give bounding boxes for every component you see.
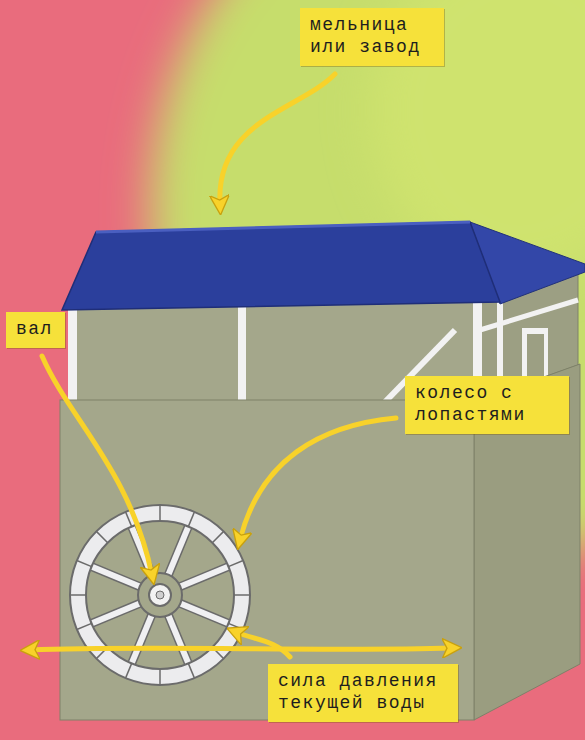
wheel-spoke [132, 615, 152, 662]
hub-ring [138, 573, 182, 617]
timber-post [68, 298, 77, 402]
shaft-center [156, 591, 164, 599]
wheel-spoke [93, 567, 140, 587]
wheel-spoke [180, 603, 227, 623]
wheel-paddle [70, 594, 86, 596]
wheel-spoke-outline [180, 567, 228, 587]
label-text: мельница или завод [310, 14, 432, 58]
wheel-paddle [188, 663, 194, 678]
leader-arrows [30, 74, 452, 657]
wheel-rim [70, 505, 250, 685]
wheel-paddle [188, 512, 194, 527]
wheel-spoke [180, 567, 227, 587]
roof [62, 222, 500, 310]
label-text: вал [16, 318, 53, 340]
wheel-spoke-outline [168, 527, 188, 575]
wheel-paddles [70, 505, 250, 685]
wheel-spokes [92, 527, 229, 664]
wheel-spoke-outline [180, 603, 228, 623]
roof-ridge [96, 222, 470, 232]
callout-label: мельница или завод [300, 8, 444, 66]
wheel-spoke-outline [92, 567, 140, 587]
wheel-paddle [159, 505, 161, 521]
leader-arrow [240, 418, 396, 540]
wheel-paddle [126, 663, 132, 678]
lower-block-front [60, 400, 474, 720]
wheel-spoke [168, 528, 188, 575]
wheel-paddle [228, 623, 243, 629]
wheel-paddle [212, 531, 223, 542]
wheel-paddle [234, 594, 250, 596]
wheel-paddle [96, 531, 107, 542]
label-text: колесо с лопастями [415, 382, 557, 426]
leader-arrow [236, 632, 290, 657]
timber-beam [480, 300, 578, 330]
callout-label: вал [6, 312, 65, 348]
wheel-paddle [228, 561, 243, 567]
leader-arrow [220, 74, 335, 205]
label-text: сила давления текущей воды [278, 670, 446, 714]
wheel-spoke [93, 603, 140, 623]
wheel-paddle [77, 561, 92, 567]
wheel-paddle [77, 623, 92, 629]
callout-label: колесо с лопастями [405, 376, 569, 434]
timber-post [238, 298, 246, 402]
water-wheel [70, 505, 250, 685]
wheel-spoke-outline [132, 615, 152, 663]
force-arrow [30, 648, 452, 650]
wheel-spoke [168, 615, 188, 662]
wheel-spoke-outline [92, 603, 140, 623]
wheel-spoke-outline [168, 615, 188, 663]
leader-arrow [42, 356, 152, 575]
shaft [149, 584, 171, 606]
wheel-paddle [159, 669, 161, 685]
callout-label: сила давления текущей воды [268, 664, 458, 722]
